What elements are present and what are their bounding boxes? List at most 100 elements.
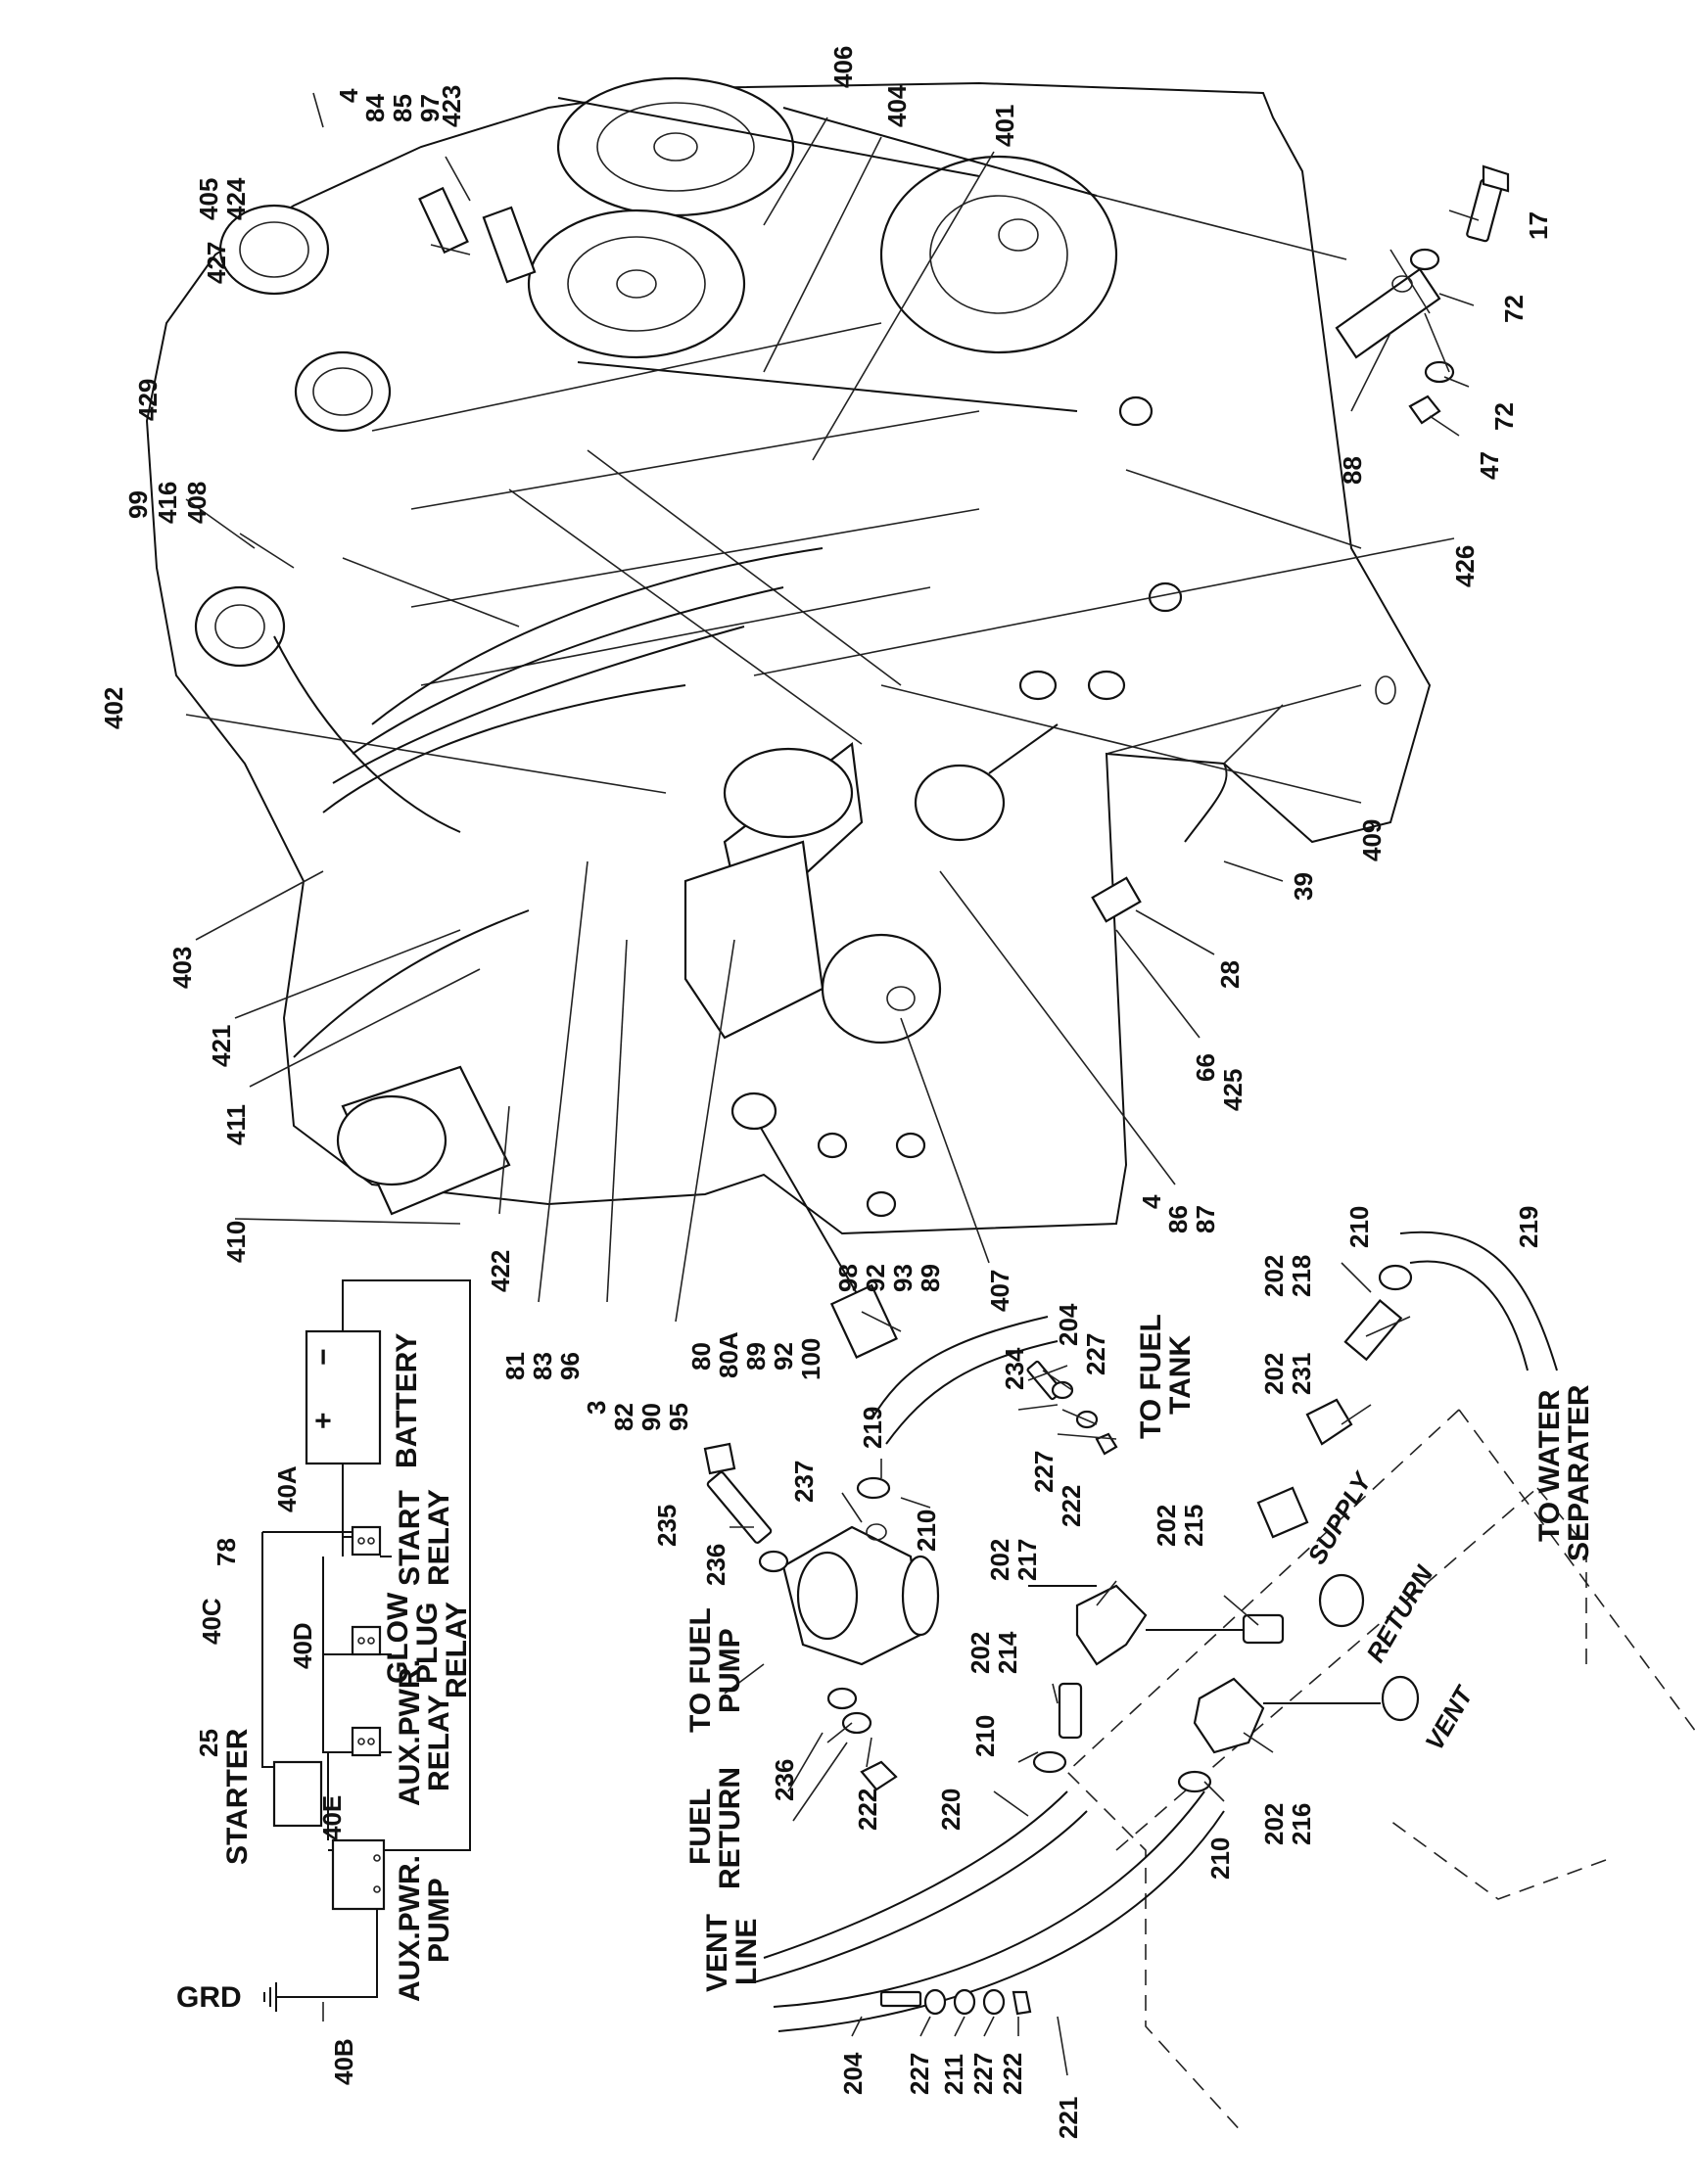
label-82: 82	[609, 1403, 638, 1431]
glow-plug-relay-symbol	[351, 1625, 382, 1656]
label-99: 99	[123, 490, 153, 519]
label-86: 86	[1163, 1205, 1193, 1233]
label-219b: 219	[858, 1407, 887, 1449]
to-fuel-tank-label-2: TANK	[1164, 1335, 1197, 1415]
battery-symbol	[305, 1329, 382, 1465]
schematic-wires	[261, 1531, 470, 1998]
fuel-system	[703, 1231, 1695, 2135]
to-fuel-tank-label-1: TO FUEL	[1135, 1314, 1167, 1439]
label-202f: 202	[1259, 1803, 1289, 1845]
label-89b: 89	[916, 1264, 945, 1292]
label-236b: 236	[770, 1759, 799, 1801]
label-222b: 222	[853, 1789, 882, 1831]
label-92a: 92	[769, 1342, 798, 1371]
label-410: 410	[221, 1221, 251, 1263]
frame-lines	[1106, 469, 1362, 765]
label-202a: 202	[1259, 1255, 1289, 1297]
starter-symbol	[272, 1760, 323, 1828]
wire-harness	[273, 635, 530, 1058]
vent-line-hose-b	[777, 1810, 1225, 2032]
starter-motor	[336, 1065, 511, 1216]
label-408: 408	[182, 482, 212, 524]
label-227b: 227	[1029, 1451, 1059, 1493]
label-40b: 40B	[329, 2038, 358, 2085]
label-402: 402	[99, 687, 128, 729]
electric-fuel-pump	[821, 933, 942, 1045]
aux-pwr-pump-symbol	[331, 1838, 386, 1911]
bracket-guide	[1389, 249, 1450, 373]
vent-line-label-1: VENT	[701, 1914, 733, 1992]
aux-pump-label-1: AUX.PWR.	[394, 1855, 426, 2002]
label-72b: 72	[1489, 402, 1519, 431]
wiring-schematic	[261, 1279, 471, 2021]
fitting-supply-elbow	[1256, 1486, 1309, 1539]
label-40e: 40E	[317, 1795, 347, 1840]
label-202b: 202	[1259, 1353, 1289, 1395]
label-416: 416	[153, 482, 182, 524]
label-95: 95	[664, 1403, 693, 1431]
aux-pump-label-2: PUMP	[423, 1878, 455, 1963]
crank-pulley	[879, 155, 1118, 354]
nut-47	[1408, 395, 1441, 425]
fuel-return-hose-a	[763, 1790, 1068, 1959]
label-92b: 92	[861, 1264, 890, 1292]
vent-line-hose-a	[773, 1790, 1205, 2008]
label-97: 97	[415, 94, 445, 122]
label-40a: 40A	[272, 1465, 302, 1512]
label-219a: 219	[1514, 1206, 1543, 1248]
label-218: 218	[1287, 1255, 1316, 1297]
frame-hole	[1375, 675, 1396, 705]
label-100: 100	[796, 1338, 825, 1380]
label-227a: 227	[1081, 1333, 1110, 1375]
fitting-214	[1058, 1682, 1083, 1740]
label-237: 237	[789, 1461, 819, 1503]
glow-relay-label-2: PLUG	[411, 1603, 444, 1684]
injection-lines	[322, 547, 824, 813]
label-85: 85	[388, 94, 417, 122]
label-214: 214	[993, 1631, 1022, 1674]
label-406: 406	[828, 46, 858, 88]
label-80: 80	[686, 1342, 716, 1371]
label-210a: 210	[1344, 1206, 1374, 1248]
label-40d: 40D	[288, 1622, 317, 1669]
part-labels: 406 404 401 4 84 85 97 423 405 424 427 1…	[99, 46, 1553, 2139]
vent-port	[1381, 1675, 1420, 1722]
fuel-return-hose-b	[753, 1810, 1088, 1983]
label-28: 28	[1215, 960, 1245, 989]
oil-filler-cap	[294, 350, 392, 433]
supply-port-label: SUPPLY	[1301, 1465, 1378, 1569]
engine-outline	[145, 81, 1432, 1235]
washer-236-b	[826, 1687, 858, 1710]
label-grd: GRD	[176, 1981, 242, 2014]
label-217: 217	[1012, 1539, 1042, 1581]
label-216: 216	[1287, 1803, 1316, 1845]
label-4a: 4	[334, 88, 363, 103]
fitting-216-elbow	[1193, 1677, 1381, 1754]
label-78: 78	[212, 1538, 241, 1566]
start-relay-label-2: RELAY	[423, 1489, 455, 1586]
label-204b: 204	[838, 2052, 868, 2095]
to-water-label-1: TO WATER	[1533, 1389, 1566, 1542]
label-401: 401	[990, 105, 1019, 147]
label-405: 405	[194, 178, 223, 220]
clamp-210-return	[1032, 1750, 1067, 1774]
engine-block-lines	[371, 322, 980, 745]
label-202d: 202	[1152, 1505, 1181, 1547]
label-222a: 222	[1057, 1485, 1086, 1527]
fuel-return-label-1: FUEL	[684, 1789, 717, 1865]
hardware-stack-bottom	[879, 1988, 1032, 2016]
fuel-filter-237	[781, 1523, 940, 1666]
engine-assembly	[145, 76, 1510, 1359]
label-3: 3	[582, 1401, 611, 1415]
label-39: 39	[1289, 872, 1318, 901]
label-84: 84	[360, 94, 390, 122]
to-fuel-pump-label-1: TO FUEL	[684, 1607, 717, 1733]
alternator-pulley	[556, 76, 795, 217]
label-87: 87	[1191, 1205, 1220, 1233]
label-231: 231	[1287, 1353, 1316, 1395]
start-relay-symbol	[351, 1525, 382, 1557]
sensor-28	[1091, 876, 1142, 923]
clamp-210-separator	[1378, 1264, 1413, 1291]
clamp-210-vent	[1177, 1770, 1212, 1793]
water-pump-pulley	[527, 209, 746, 359]
